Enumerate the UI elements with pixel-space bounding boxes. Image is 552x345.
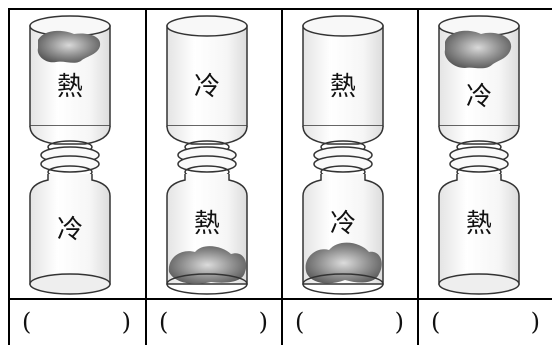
close-paren: )	[258, 308, 268, 336]
jar-pair-illustration: 熱 冷	[29, 15, 111, 295]
bottom-label: 熱	[194, 209, 220, 239]
top-label: 熱	[330, 72, 356, 102]
answer-cell-2: ( )	[147, 304, 280, 340]
close-paren: )	[530, 308, 540, 336]
grid-line	[417, 8, 419, 345]
experiment-cell-3: 熱 冷	[283, 10, 416, 298]
answer-cell-3: ( )	[283, 304, 416, 340]
grid-line	[8, 298, 552, 300]
close-paren: )	[121, 308, 131, 336]
close-paren: )	[394, 308, 404, 336]
answer-blank[interactable]	[449, 308, 522, 336]
open-paren: (	[295, 308, 305, 336]
jar-pair-illustration: 熱 冷	[302, 15, 384, 295]
experiment-cell-4: 冷 熱	[419, 10, 552, 298]
answer-blank[interactable]	[177, 308, 250, 336]
top-label: 冷	[466, 82, 492, 112]
upper-jar-mouth	[166, 15, 248, 37]
answer-cell-1: ( )	[10, 304, 143, 340]
answer-blank[interactable]	[40, 308, 113, 336]
gas-cloud	[305, 242, 382, 284]
top-label: 熱	[57, 72, 83, 102]
experiment-grid: 熱 冷	[8, 8, 552, 345]
jar-pair-illustration: 冷 熱	[166, 15, 248, 295]
grid-line	[8, 8, 10, 345]
upper-jar-mouth	[302, 15, 384, 37]
experiment-cell-2: 冷 熱	[147, 10, 280, 298]
experiment-cell-1: 熱 冷	[10, 10, 143, 298]
jar-pair-illustration: 冷 熱	[438, 15, 520, 295]
grid-line	[145, 8, 147, 345]
gas-cloud	[444, 30, 512, 69]
gas-cloud	[37, 30, 101, 63]
open-paren: (	[22, 308, 32, 336]
grid-line	[281, 8, 283, 345]
bottom-label: 冷	[330, 209, 356, 239]
bottom-label: 冷	[57, 215, 83, 245]
answer-blank[interactable]	[313, 308, 386, 336]
open-paren: (	[159, 308, 169, 336]
grid-line	[8, 8, 552, 10]
answer-cell-4: ( )	[419, 304, 552, 340]
bottom-label: 熱	[466, 209, 492, 239]
open-paren: (	[431, 308, 441, 336]
top-label: 冷	[194, 72, 220, 102]
upper-jar-mouth	[438, 15, 520, 37]
